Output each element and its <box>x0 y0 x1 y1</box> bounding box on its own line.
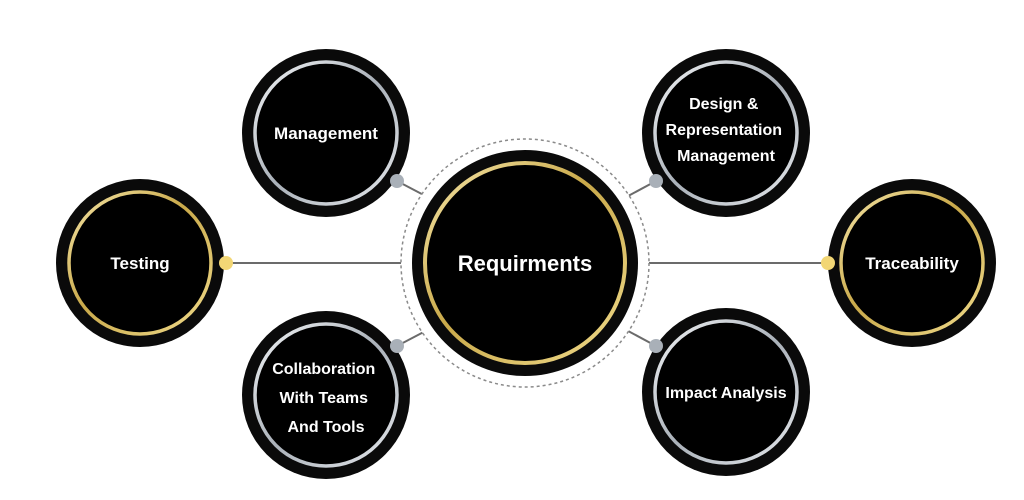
node-collaboration: Collaboration With Teams And Tools <box>242 311 410 479</box>
node-label: Design & Representation Management <box>666 96 787 165</box>
node-impact: Impact Analysis <box>642 308 810 476</box>
dot-testing <box>219 256 233 270</box>
node-label: Collaboration With Teams And Tools <box>272 361 380 436</box>
dot-design <box>649 174 663 188</box>
connectors <box>226 180 828 347</box>
dot-impact <box>649 339 663 353</box>
node-silver-ring <box>253 322 399 468</box>
node-label: Testing <box>110 254 169 273</box>
node-traceability: Traceability <box>828 179 996 347</box>
node-gold-ring <box>67 190 213 336</box>
dot-traceability <box>821 256 835 270</box>
node-silver-ring <box>253 60 399 206</box>
node-label-line: Design & <box>689 96 759 113</box>
node-label: Impact Analysis <box>665 385 786 402</box>
connector-dots <box>219 174 835 353</box>
node-gold-ring <box>839 190 985 336</box>
node-silver-ring <box>653 319 799 465</box>
node-label-line: Testing <box>110 254 169 273</box>
node-design: Design & Representation Management <box>642 49 810 217</box>
node-label: Traceability <box>865 254 959 273</box>
dot-collaboration <box>390 339 404 353</box>
node-label-line: Management <box>677 148 775 165</box>
node-label-line: Impact Analysis <box>665 385 786 402</box>
center-label: Requirments <box>458 251 592 276</box>
node-testing: Testing <box>56 179 224 347</box>
node-label-line: Traceability <box>865 254 959 273</box>
center-gold-ring <box>423 161 627 365</box>
node-management: Management <box>242 49 410 217</box>
node-label-line: Management <box>274 124 378 143</box>
node-label-line: Collaboration <box>272 361 375 378</box>
node-label-line: Representation <box>666 122 782 139</box>
node-label-line: With Teams <box>280 390 369 407</box>
node-label-line: And Tools <box>287 419 364 436</box>
center-node: Requirments <box>400 138 650 388</box>
node-silver-ring <box>653 60 799 206</box>
dot-management <box>390 174 404 188</box>
node-label: Management <box>274 124 378 143</box>
